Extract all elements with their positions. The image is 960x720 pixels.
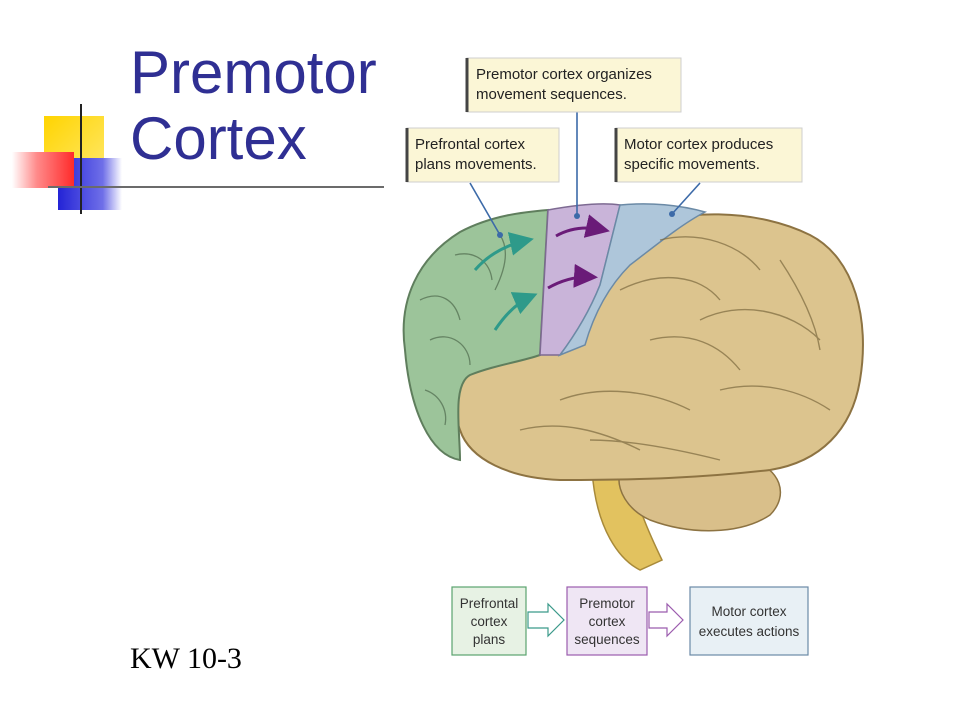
callout-prefrontal: Prefrontal cortex plans movements. xyxy=(405,127,560,183)
purple-arrow-lower xyxy=(547,263,598,290)
slide-title: Premotor Cortex xyxy=(130,40,377,172)
motor-region xyxy=(557,203,708,357)
flow-prefrontal-line-1: Prefrontal xyxy=(460,596,519,611)
flow-motor-line-2: executes actions xyxy=(699,624,800,639)
leader-motor xyxy=(671,182,701,215)
callout-premotor: Premotor cortex organizes movement seque… xyxy=(465,57,682,113)
flow-arrow-2 xyxy=(648,602,684,638)
title-line-2: Cortex xyxy=(130,105,307,172)
callout-premotor-line-1: Premotor cortex organizes xyxy=(476,66,652,83)
callout-premotor-line-2: movement sequences. xyxy=(476,86,627,103)
callout-motor-line-2: specific movements. xyxy=(624,156,760,173)
deco-line-vertical xyxy=(80,104,82,214)
flow-premotor-line-2: cortex xyxy=(589,614,626,629)
callout-prefrontal-line-2: plans movements. xyxy=(415,156,537,173)
prefrontal-region xyxy=(402,208,550,462)
flow-premotor-line-3: sequences xyxy=(574,632,640,647)
callout-motor-line-1: Motor cortex produces xyxy=(624,136,773,153)
green-arrow-upper xyxy=(473,232,534,271)
green-arrow-lower xyxy=(493,292,538,331)
title-underline xyxy=(48,186,384,188)
slide-footer-reference: KW 10-3 xyxy=(130,642,242,675)
flow-prefrontal-line-3: plans xyxy=(473,632,506,647)
leader-prefrontal xyxy=(469,182,501,236)
callout-motor: Motor cortex produces specific movements… xyxy=(614,127,803,183)
flow-arrow-1 xyxy=(527,602,565,638)
flow-premotor-line-1: Premotor xyxy=(579,596,635,611)
callout-prefrontal-line-1: Prefrontal cortex xyxy=(415,136,526,153)
flow-chart: Prefrontal cortex plans Premotor cortex … xyxy=(451,586,809,656)
flow-prefrontal-line-2: cortex xyxy=(471,614,508,629)
title-line-1: Premotor xyxy=(130,39,377,106)
flow-motor-line-1: Motor cortex xyxy=(711,604,786,619)
purple-arrow-upper xyxy=(555,214,610,238)
deco-square-red xyxy=(12,152,74,188)
